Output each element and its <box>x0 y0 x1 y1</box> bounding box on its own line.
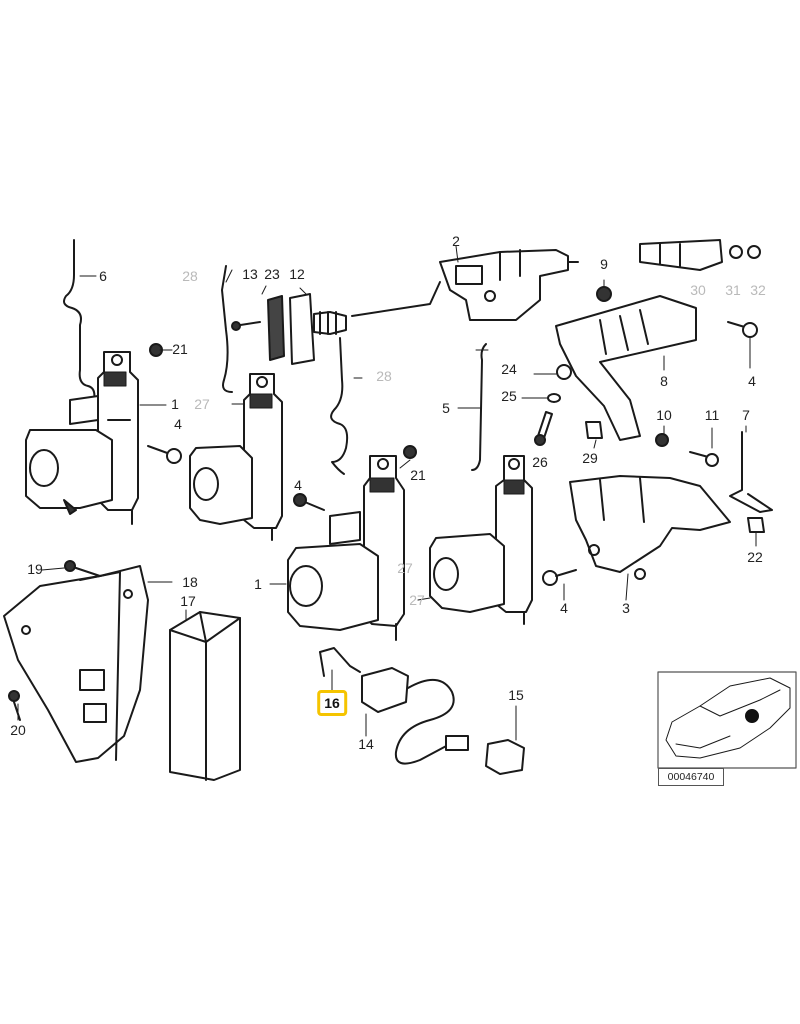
screw-13 <box>231 321 261 331</box>
part-label-1-left[interactable]: 1 <box>171 396 179 412</box>
actuator-27 <box>189 373 283 541</box>
screw-20 <box>8 690 21 721</box>
part-label-9[interactable]: 9 <box>600 256 608 272</box>
actuator-2 <box>439 249 579 321</box>
bracket-8 <box>555 295 697 441</box>
part-label-20[interactable]: 20 <box>10 722 26 738</box>
part-label-10[interactable]: 10 <box>656 407 672 423</box>
leader-lines <box>17 245 757 741</box>
part-label-25[interactable]: 25 <box>501 388 517 404</box>
bolt-4-right-top <box>727 321 758 338</box>
clip-15 <box>485 739 525 775</box>
microswitch-14 <box>361 667 469 765</box>
part-label-21-center[interactable]: 21 <box>410 467 426 483</box>
part-label-8[interactable]: 8 <box>660 373 668 389</box>
part-label-17[interactable]: 17 <box>180 593 196 609</box>
bolt-11 <box>689 451 719 467</box>
part-label-1-center[interactable]: 1 <box>254 576 262 592</box>
nut-9 <box>596 286 612 302</box>
damper-12 <box>289 293 347 365</box>
part-label-27-inner[interactable]: 27 <box>397 560 413 576</box>
bracket-23 <box>267 295 285 361</box>
part-label-26[interactable]: 26 <box>532 454 548 470</box>
part-label-18[interactable]: 18 <box>182 574 198 590</box>
part-label-16-highlighted[interactable]: 16 <box>317 690 347 716</box>
actuator-1-left <box>25 351 139 525</box>
part-label-4-right-bottom[interactable]: 4 <box>560 600 568 616</box>
screw-4-center <box>293 493 325 511</box>
part-label-24[interactable]: 24 <box>501 361 517 377</box>
part-label-22[interactable]: 22 <box>747 549 763 565</box>
part-label-4-right-top[interactable]: 4 <box>748 373 756 389</box>
bolt-26 <box>534 411 553 446</box>
cable-30 <box>639 239 723 271</box>
part-label-29[interactable]: 29 <box>582 450 598 466</box>
part-label-6[interactable]: 6 <box>99 268 107 284</box>
bracket-16 <box>319 647 361 677</box>
screw-4-left <box>147 445 182 464</box>
nut-10 <box>655 433 669 447</box>
actuator-1-center <box>287 455 405 641</box>
screw-19 <box>64 560 101 577</box>
rod-7 <box>729 431 773 513</box>
part-label-3[interactable]: 3 <box>622 600 630 616</box>
part-label-27-right[interactable]: 27 <box>409 592 425 608</box>
rod-28-middle <box>330 337 349 475</box>
bracket-18 <box>3 565 149 763</box>
part-label-19[interactable]: 19 <box>27 561 43 577</box>
part-label-23[interactable]: 23 <box>264 266 280 282</box>
actuator-3 <box>569 475 731 580</box>
bolt-4-right-bottom <box>542 569 577 586</box>
part-label-14[interactable]: 14 <box>358 736 374 752</box>
screw-21-center <box>403 445 417 459</box>
car-inset <box>657 671 797 769</box>
part-label-5[interactable]: 5 <box>442 400 450 416</box>
part-label-21-left[interactable]: 21 <box>172 341 188 357</box>
rod-6 <box>63 239 96 401</box>
part-label-4-center[interactable]: 4 <box>294 477 302 493</box>
rod-5 <box>471 343 489 471</box>
part-label-27-left[interactable]: 27 <box>194 396 210 412</box>
part-label-31[interactable]: 31 <box>725 282 741 298</box>
clip-29 <box>585 421 603 439</box>
part-label-28-middle[interactable]: 28 <box>376 368 392 384</box>
part-label-12[interactable]: 12 <box>289 266 305 282</box>
part-label-4-left[interactable]: 4 <box>174 416 182 432</box>
washer-31 <box>729 245 743 259</box>
part-label-7[interactable]: 7 <box>742 407 750 423</box>
foam-block-17 <box>169 611 241 781</box>
part-label-30[interactable]: 30 <box>690 282 706 298</box>
nut-32 <box>747 245 761 259</box>
part-label-2[interactable]: 2 <box>452 233 460 249</box>
nut-24 <box>556 364 572 380</box>
rod-28-left <box>221 265 233 393</box>
washer-25 <box>547 393 561 403</box>
actuator-27-right <box>429 455 533 625</box>
part-label-11[interactable]: 11 <box>704 407 720 423</box>
clip-22 <box>747 517 765 533</box>
part-label-15[interactable]: 15 <box>508 687 524 703</box>
rod-2 <box>351 281 441 317</box>
part-label-28-left[interactable]: 28 <box>182 268 198 284</box>
diagram-reference-number: 00046740 <box>658 768 724 786</box>
part-label-13[interactable]: 13 <box>242 266 258 282</box>
part-label-32[interactable]: 32 <box>750 282 766 298</box>
